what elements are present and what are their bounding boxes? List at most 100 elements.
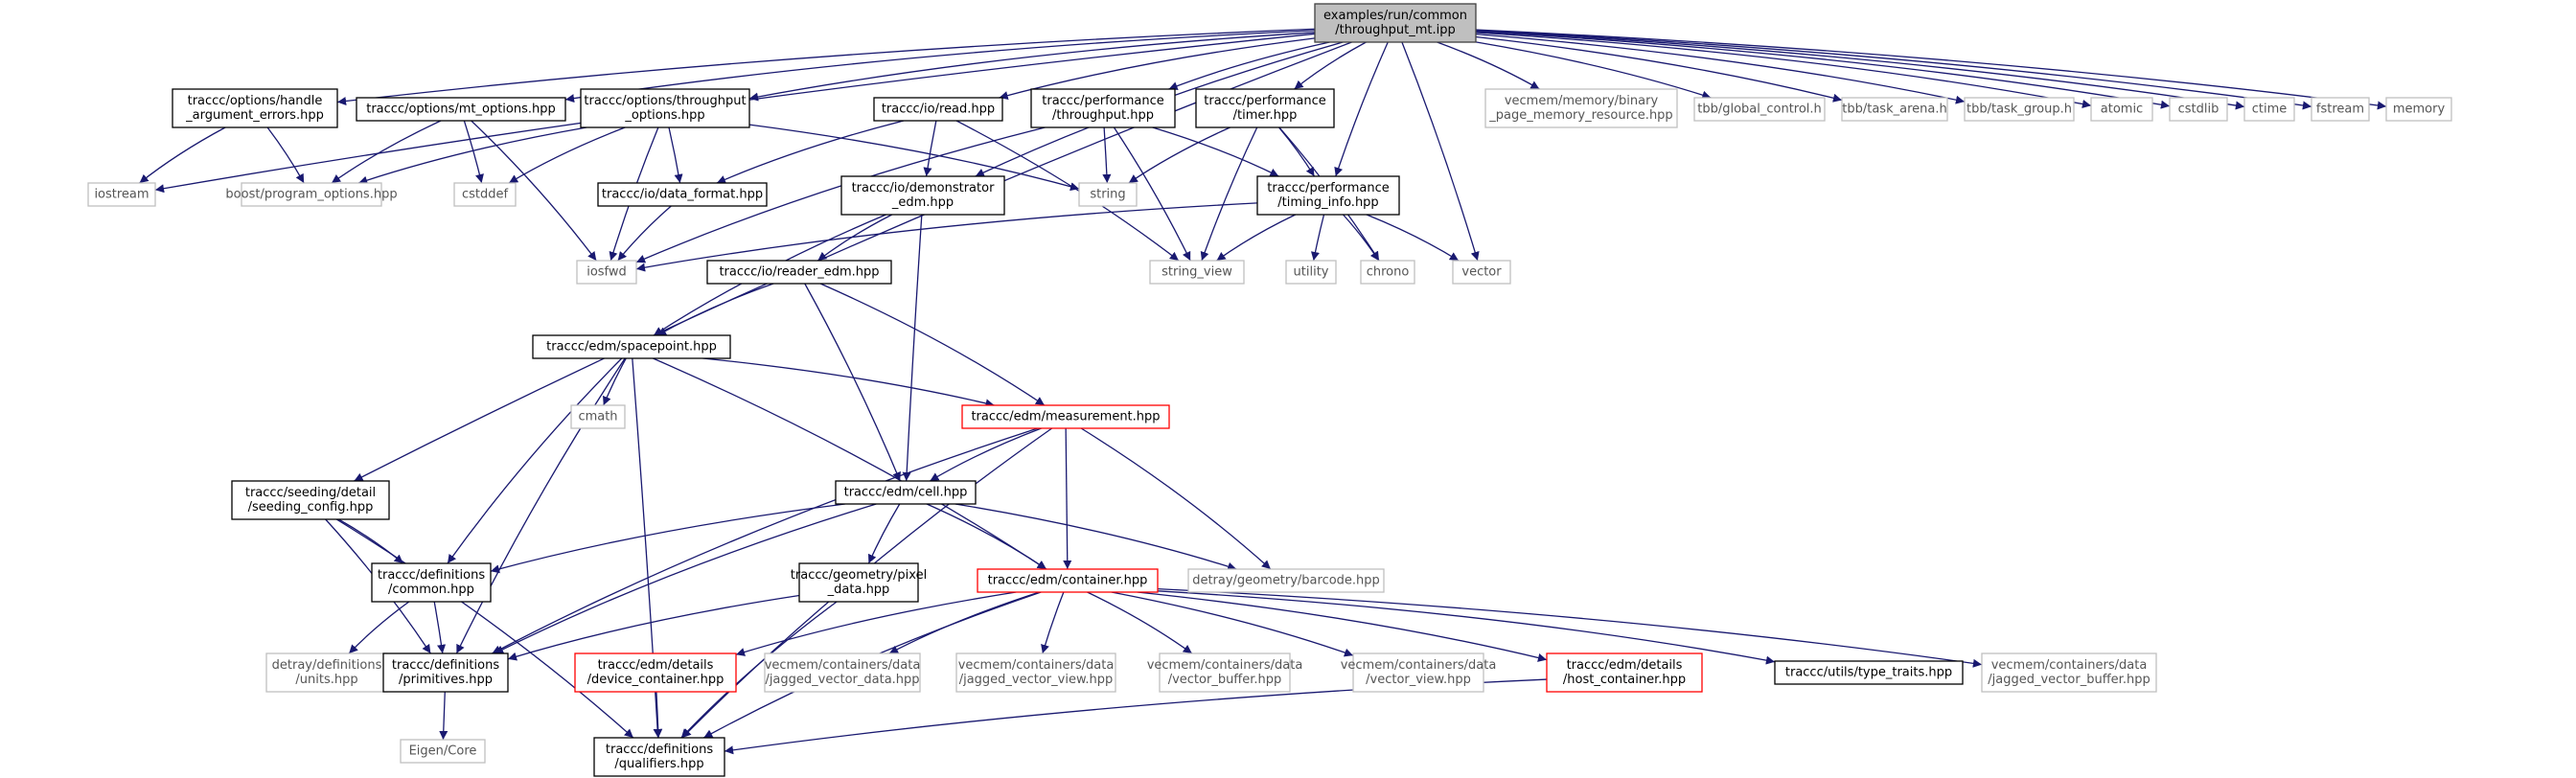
edge-geo_pixel-to-def_qual bbox=[680, 601, 838, 739]
node-label-eigen-0: Eigen/Core bbox=[409, 744, 477, 759]
node-def_common[interactable]: traccc/definitions/common.hpp bbox=[371, 562, 492, 603]
node-label-barcode-0: detray/geometry/barcode.hpp bbox=[1192, 574, 1380, 588]
node-label-detray_units-0: detray/definitions bbox=[272, 658, 382, 673]
node-box-opt_err bbox=[172, 88, 338, 128]
node-def_prim[interactable]: traccc/definitions/primitives.hpp bbox=[382, 652, 509, 693]
node-label-type_traits-0: traccc/utils/type_traits.hpp bbox=[1785, 666, 1952, 680]
node-io_read[interactable]: traccc/io/read.hpp bbox=[873, 97, 1003, 122]
edge-perf_ti-to-iosfwd bbox=[635, 202, 1258, 272]
edge-root-to-io_read bbox=[999, 37, 1316, 101]
node-box-dev_cont bbox=[574, 652, 737, 693]
edge-edm_cell-to-def_prim bbox=[494, 503, 877, 654]
node-box-vv bbox=[1352, 652, 1484, 693]
node-perf_tp[interactable]: traccc/performance/throughput.hpp bbox=[1030, 88, 1176, 128]
node-label-memory-0: memory bbox=[2393, 103, 2446, 117]
node-label-jvv-0: vecmem/containers/data bbox=[958, 658, 1115, 673]
edge-root-to-atomic bbox=[1475, 32, 2092, 108]
node-tbb_tg: tbb/task_group.h bbox=[1964, 97, 2075, 122]
edge-root-to-opt_tp bbox=[748, 32, 1316, 102]
node-geo_pixel[interactable]: traccc/geometry/pixel_data.hpp bbox=[791, 562, 927, 603]
edge-root-to-opt_mt bbox=[564, 30, 1316, 103]
edge-root-to-vector bbox=[1401, 41, 1480, 262]
node-dev_cont[interactable]: traccc/edm/details/device_container.hpp bbox=[574, 652, 737, 693]
node-label-geo_pixel-0: traccc/geometry/pixel bbox=[791, 568, 927, 583]
node-label-io_read-0: traccc/io/read.hpp bbox=[882, 103, 995, 117]
node-box-def_common bbox=[371, 562, 492, 603]
node-label-edm_meas-0: traccc/edm/measurement.hpp bbox=[971, 410, 1160, 424]
node-perf_ti[interactable]: traccc/performance/timing_info.hpp bbox=[1256, 175, 1400, 216]
edge-io_df-to-iosfwd bbox=[617, 205, 672, 262]
node-iosfwd: iosfwd bbox=[576, 260, 637, 285]
node-io_df[interactable]: traccc/io/data_format.hpp bbox=[597, 182, 768, 207]
node-opt_tp[interactable]: traccc/options/throughput_options.hpp bbox=[580, 88, 750, 128]
node-edm_cell[interactable]: traccc/edm/cell.hpp bbox=[835, 480, 977, 505]
edge-perf_timer-to-perf_ti bbox=[1278, 126, 1316, 177]
node-label-dev_cont-0: traccc/edm/details bbox=[598, 658, 714, 673]
node-root[interactable]: examples/run/common/throughput_mt.ipp bbox=[1314, 3, 1477, 43]
edge-root-to-perf_tp bbox=[1168, 41, 1330, 90]
node-label-cmath-0: cmath bbox=[578, 410, 617, 424]
node-opt_mt[interactable]: traccc/options/mt_options.hpp bbox=[356, 97, 566, 122]
node-box-string bbox=[1078, 182, 1138, 207]
node-edm_sp[interactable]: traccc/edm/spacepoint.hpp bbox=[532, 334, 731, 359]
node-edm_meas[interactable]: traccc/edm/measurement.hpp bbox=[961, 404, 1170, 429]
edge-io_reader-to-edm_cell bbox=[804, 283, 901, 482]
edge-edm_cont-to-vv bbox=[1111, 591, 1354, 657]
edge-def_prim-to-eigen bbox=[439, 691, 448, 741]
node-label-def_common-1: /common.hpp bbox=[388, 583, 474, 597]
node-box-chrono bbox=[1360, 260, 1415, 285]
node-box-eigen bbox=[400, 739, 486, 764]
node-box-io_read bbox=[873, 97, 1003, 122]
node-io_demo[interactable]: traccc/io/demonstrator_edm.hpp bbox=[840, 175, 1005, 216]
node-box-tbb_tg bbox=[1964, 97, 2075, 122]
edge-io_read-to-io_demo bbox=[923, 120, 937, 177]
node-seed_cfg[interactable]: traccc/seeding/detail/seeding_config.hpp bbox=[231, 480, 390, 520]
node-edm_cont[interactable]: traccc/edm/container.hpp bbox=[977, 568, 1159, 593]
edge-edm_sp-to-def_common bbox=[447, 357, 623, 564]
node-label-jvb-1: /jagged_vector_buffer.hpp bbox=[1988, 673, 2150, 687]
edge-perf_ti-to-chrono bbox=[1343, 214, 1380, 262]
node-label-tbb_ta-0: tbb/task_arena.h bbox=[1842, 103, 1946, 117]
node-vb: vecmem/containers/data/vector_buffer.hpp bbox=[1147, 652, 1302, 693]
edge-perf_ti-to-string_view bbox=[1216, 214, 1297, 262]
node-label-seed_cfg-1: /seeding_config.hpp bbox=[248, 500, 374, 515]
edge-perf_ti-to-vector bbox=[1366, 214, 1460, 262]
edge-edm_sp-to-cmath bbox=[603, 357, 627, 406]
node-host_cont[interactable]: traccc/edm/details/host_container.hpp bbox=[1546, 652, 1703, 693]
edge-perf_tp-to-string_view bbox=[1113, 126, 1191, 262]
edge-edm_sp-to-edm_cont bbox=[653, 357, 1046, 570]
node-box-utility bbox=[1285, 260, 1337, 285]
node-label-ctime-0: ctime bbox=[2252, 103, 2288, 117]
node-label-fstream-0: fstream bbox=[2316, 103, 2364, 117]
node-label-cstddef-0: cstddef bbox=[462, 188, 509, 202]
node-label-dev_cont-1: /device_container.hpp bbox=[587, 673, 724, 687]
node-label-string_view-0: string_view bbox=[1162, 265, 1232, 280]
node-jvb: vecmem/containers/data/jagged_vector_buf… bbox=[1981, 652, 2157, 693]
node-box-def_prim bbox=[382, 652, 509, 693]
node-label-perf_timer-1: /timer.hpp bbox=[1233, 108, 1298, 123]
node-label-tbb_gc-0: tbb/global_control.h bbox=[1697, 103, 1822, 117]
node-box-cmath bbox=[570, 404, 626, 429]
node-io_reader[interactable]: traccc/io/reader_edm.hpp bbox=[706, 260, 892, 285]
edge-geo_pixel-to-def_prim bbox=[507, 594, 800, 661]
edge-edm_sp-to-edm_meas bbox=[702, 357, 995, 408]
node-label-jvb-0: vecmem/containers/data bbox=[1991, 658, 2148, 673]
node-opt_err[interactable]: traccc/options/handle_argument_errors.hp… bbox=[172, 88, 338, 128]
node-box-edm_cell bbox=[835, 480, 977, 505]
node-label-jvd-0: vecmem/containers/data bbox=[765, 658, 921, 673]
node-perf_timer[interactable]: traccc/performance/timer.hpp bbox=[1195, 88, 1335, 128]
node-tbb_ta: tbb/task_arena.h bbox=[1841, 97, 1948, 122]
edge-opt_mt-to-cstddef bbox=[463, 120, 484, 184]
node-type_traits[interactable]: traccc/utils/type_traits.hpp bbox=[1774, 660, 1964, 685]
node-label-opt_mt-0: traccc/options/mt_options.hpp bbox=[366, 103, 556, 117]
node-label-string-0: string bbox=[1090, 188, 1125, 202]
edge-perf_timer-to-string bbox=[1128, 126, 1230, 184]
node-def_qual[interactable]: traccc/definitions/qualifiers.hpp bbox=[593, 737, 725, 777]
node-label-utility-0: utility bbox=[1294, 265, 1329, 280]
edge-perf_timer-to-string_view bbox=[1200, 126, 1258, 262]
edge-edm_cont-to-vb bbox=[1087, 591, 1193, 654]
node-label-opt_err-0: traccc/options/handle bbox=[188, 94, 323, 108]
node-label-def_qual-1: /qualifiers.hpp bbox=[614, 757, 703, 771]
node-box-tbb_gc bbox=[1693, 97, 1826, 122]
